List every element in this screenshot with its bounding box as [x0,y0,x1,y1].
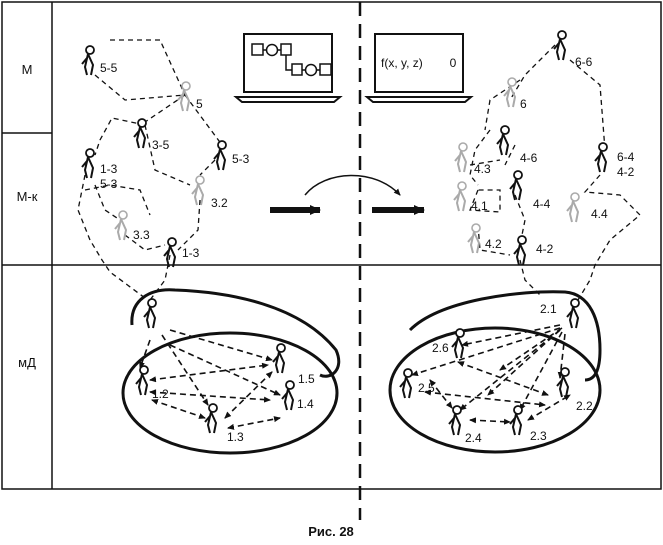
right-label-2-3: 2.3 [530,429,547,443]
left-interaction-arrows [139,329,281,430]
left-upper-network [77,39,223,301]
left-label-1-5: 1.5 [298,372,315,386]
right-label-4-2-solid: 4-2 [536,242,554,256]
right-label-6-6: 6-6 [575,55,593,69]
person-left-bridge [143,298,157,329]
right-label-2-2: 2.2 [576,399,593,413]
transition-arrows [270,174,425,215]
person-right-4-3 [454,142,468,173]
person-left-1-3-bottom [204,403,218,434]
person-right-2-5 [399,368,413,399]
level-label-m: М [22,62,33,77]
person-right-4-2-solid [513,235,527,266]
left-label-5-3-second: 5-3 [100,177,118,191]
person-right-6 [503,77,517,108]
left-label-5-3: 5-3 [232,152,250,166]
right-interaction-arrows [411,324,571,425]
right-group-oval [388,290,602,454]
left-label-5: 5 [196,97,203,111]
left-label-1-3-bottom: 1.3 [227,430,244,444]
right-label-4-6: 4-6 [520,151,538,165]
person-left-1-4 [281,380,295,411]
screen-zero: 0 [450,56,457,70]
person-left-5-3 [213,140,227,171]
right-label-4-4-alt: 4.4 [591,207,608,221]
person-right-2-1 [566,298,580,329]
person-left-5-5 [81,45,95,76]
left-label-1-4: 1.4 [297,397,314,411]
right-label-2-1: 2.1 [540,302,557,316]
right-label-2-6: 2.6 [432,341,449,355]
level-label-md: мД [18,355,36,370]
person-right-4-2 [467,223,481,254]
person-right-6-6 [553,30,567,61]
person-right-4-4-alt [566,192,580,223]
person-right-2-2 [556,367,570,398]
right-label-4-2: 4-2 [617,165,635,179]
person-left-1-2 [135,365,149,396]
person-left-1-5 [272,343,286,374]
left-label-3-3: 3.3 [133,228,150,242]
person-right-4-4 [509,170,523,201]
screen-formula: f(x, y, z) [381,56,423,70]
level-grid [1,1,662,490]
right-upper-network [469,44,641,301]
left-label-5-5: 5-5 [100,61,118,75]
right-label-4-3: 4.3 [474,162,491,176]
left-label-1-3-lower: 1-3 [182,246,200,260]
right-label-4-2-faint: 4.2 [485,237,502,251]
left-label-1-2: 1.2 [152,387,169,401]
person-right-2-6 [451,328,465,359]
person-left-3-5 [133,118,147,149]
person-left-5 [177,81,191,112]
level-label-m-k: М-к [17,189,38,204]
right-label-2-4: 2.4 [465,431,482,445]
left-label-3-5: 3-5 [152,138,170,152]
person-right-4-6 [496,125,510,156]
person-left-1-3-lower [163,237,177,268]
figure-caption: Рис. 28 [308,524,354,539]
left-label-3-2: 3.2 [211,196,228,210]
person-right-2-4 [448,405,462,436]
right-label-4-4: 4-4 [533,197,551,211]
person-right-2-3 [509,405,523,436]
person-left-1-3 [81,148,95,179]
right-label-6: 6 [520,97,527,111]
left-label-1-3: 1-3 [100,162,118,176]
right-label-4-1: 4.1 [471,199,488,213]
laptop-block-diagram [233,33,343,103]
right-label-2-5: 2.5 [418,381,435,395]
person-left-3-2 [191,175,205,206]
left-group-oval [121,288,341,455]
laptop-formula: f(x, y, z) 0 [364,33,474,103]
right-label-6-4: 6-4 [617,150,635,164]
person-left-3-3 [114,210,128,241]
person-right-4-1 [453,181,467,212]
person-right-6-4 [594,142,608,173]
